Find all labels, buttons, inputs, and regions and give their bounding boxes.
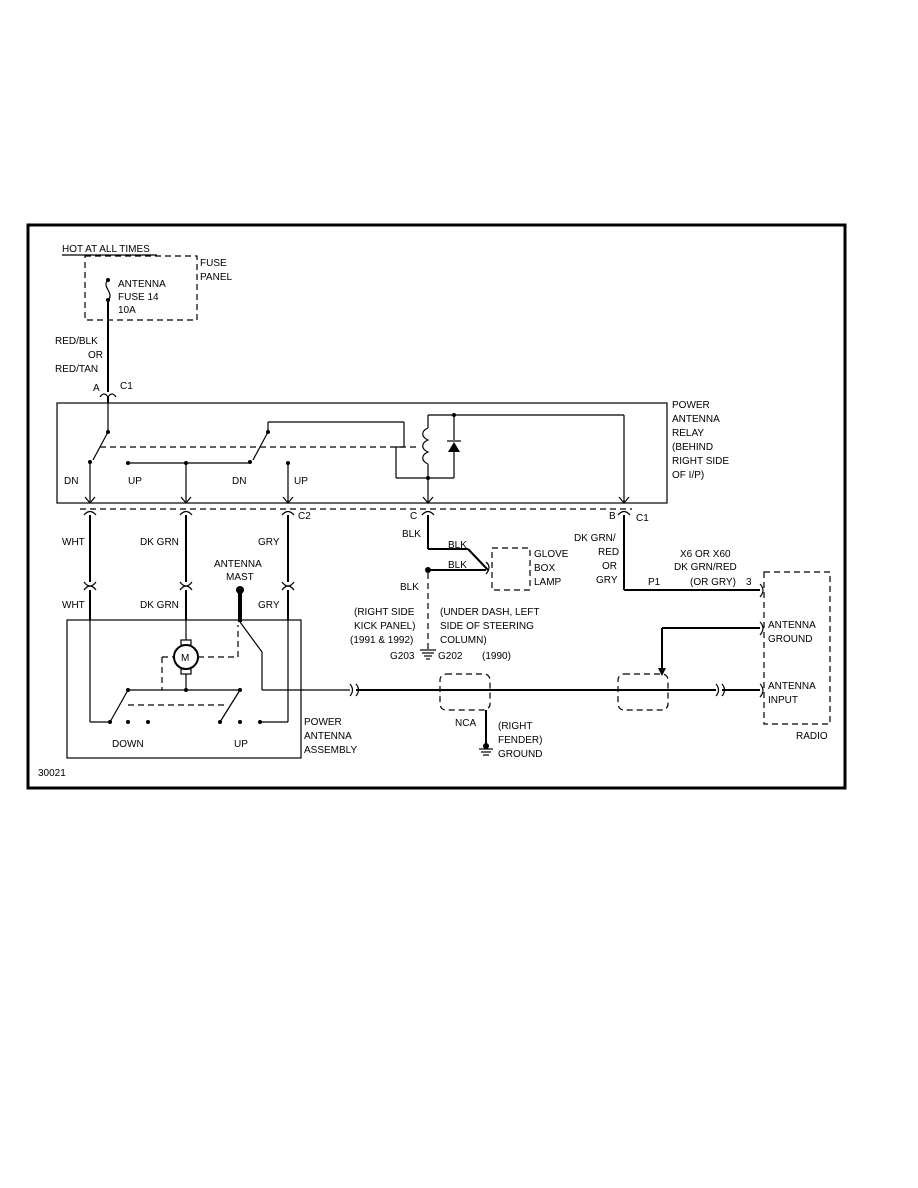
x6-connector-label-2: DK GRN/RED: [674, 562, 737, 573]
relay-label-6: OF I/P): [672, 470, 704, 481]
motor-label: M: [181, 653, 189, 664]
assembly-label-2: ANTENNA: [304, 731, 352, 742]
fender-ground-label-2: FENDER): [498, 735, 542, 746]
wire-label-red-tan: RED/TAN: [55, 364, 98, 375]
wire-gry-label-2: GRY: [258, 600, 280, 611]
glove-box-lamp: [491, 547, 531, 591]
switch-up-2: UP: [294, 476, 308, 487]
pin-3-label: 3: [746, 577, 752, 588]
under-dash-note-3: COLUMN): [440, 635, 487, 646]
power-antenna-relay: POWER ANTENNA RELAY (BEHIND RIGHT SIDE O…: [56, 400, 729, 504]
year-1990-label: (1990): [482, 651, 511, 662]
x6-connector-label-3: (OR GRY): [690, 577, 736, 588]
wire-dk-grn-red-label-2: RED: [598, 547, 619, 558]
p1-label: P1: [648, 577, 661, 588]
connector-c2: C2: [80, 508, 311, 522]
figure-id: 30021: [38, 768, 66, 779]
g202-label: G202: [438, 651, 463, 662]
relay-label-3: RELAY: [672, 428, 704, 439]
x6-connector-label: X6 OR X60: [680, 549, 731, 560]
radio-label: RADIO: [796, 731, 828, 742]
fender-ground: NCA (RIGHT FENDER) GROUND: [455, 710, 542, 760]
wire-gry-label: GRY: [258, 537, 280, 548]
kick-panel-note-2: KICK PANEL): [354, 621, 416, 632]
antenna-mast-label: ANTENNA: [214, 559, 262, 570]
wire-blk-ground-label: BLK: [400, 582, 419, 593]
fuse-number-label: FUSE 14: [118, 292, 159, 303]
radio-antenna-input-label-2: INPUT: [768, 695, 798, 706]
connector-c1-bottom: C B C1: [300, 508, 649, 524]
connector-c1-top-label: C1: [120, 381, 133, 392]
wire-dk-grn-red-label-3: OR: [602, 561, 617, 572]
wire-dk-grn-red-label-4: GRY: [596, 575, 618, 586]
relay-diode: [448, 442, 460, 452]
connector-c2-label: C2: [298, 511, 311, 522]
relay-coil: [422, 427, 430, 465]
relay-label-2: ANTENNA: [672, 414, 720, 425]
antenna-mast-label-2: MAST: [226, 572, 254, 583]
glove-box-lamp-label: GLOVE: [534, 549, 569, 560]
g203-label: G203: [390, 651, 415, 662]
wire-wht-label-2: WHT: [62, 600, 85, 611]
fuse-rating-label: 10A: [118, 305, 136, 316]
relay-label: POWER: [672, 400, 710, 411]
pin-b-label: B: [609, 511, 616, 522]
connector-c1-bottom-label: C1: [636, 513, 649, 524]
fuse-panel: HOT AT ALL TIMES FUSE PANEL ANTENNA FUSE…: [62, 244, 232, 392]
relay-label-4: (BEHIND: [672, 442, 713, 453]
wire-blk-lamp-label-1: BLK: [448, 540, 467, 551]
wire-label-red-blk: RED/BLK: [55, 336, 98, 347]
radio-antenna-ground-label-2: GROUND: [768, 634, 812, 645]
up-switch-label: UP: [234, 739, 248, 750]
switch-dn-1: DN: [64, 476, 78, 487]
wire-label-or: OR: [88, 350, 103, 361]
switch-up-1: UP: [128, 476, 142, 487]
fuse-panel-label-2: PANEL: [200, 272, 232, 283]
nca-label: NCA: [455, 718, 476, 729]
wire-dk-grn-label: DK GRN: [140, 537, 179, 548]
relay-label-5: RIGHT SIDE: [672, 456, 729, 467]
kick-panel-note: (RIGHT SIDE: [354, 607, 415, 618]
pin-c-label: C: [410, 511, 417, 522]
fuse-name-label: ANTENNA: [118, 279, 166, 290]
fuse-symbol: [105, 279, 111, 301]
antenna-ground-circuit: [658, 627, 760, 676]
power-antenna-assembly: POWER ANTENNA ASSEMBLY M DOWN: [66, 619, 357, 759]
pin-a-label: A: [93, 383, 100, 394]
hot-at-all-times-label: HOT AT ALL TIMES: [62, 244, 150, 255]
down-switch-label: DOWN: [112, 739, 144, 750]
fender-ground-label: (RIGHT: [498, 721, 532, 732]
wire-wht-label: WHT: [62, 537, 85, 548]
radio-antenna-input-label: ANTENNA: [768, 681, 816, 692]
antenna-coax-cable: [349, 673, 760, 711]
switch-dn-2: DN: [232, 476, 246, 487]
assembly-label-3: ASSEMBLY: [304, 745, 357, 756]
wire-dk-grn-red-label: DK GRN/: [574, 533, 616, 544]
wire-blk-lamp-label-2: BLK: [448, 560, 467, 571]
motor-feed-wires: WHT DK GRN GRY WHT DK GRN GRY: [62, 515, 295, 620]
under-dash-note-2: SIDE OF STEERING: [440, 621, 534, 632]
relay-ground-circuit: BLK BLK BLK BLK GLOVE BOX LAMP (RIGHT SI…: [350, 515, 569, 662]
radio: ANTENNA GROUND ANTENNA INPUT RADIO: [759, 571, 831, 742]
under-dash-note: (UNDER DASH, LEFT: [440, 607, 539, 618]
assembly-label: POWER: [304, 717, 342, 728]
radio-antenna-ground-label: ANTENNA: [768, 620, 816, 631]
diagram-frame: [26, 223, 847, 790]
glove-box-lamp-label-2: BOX: [534, 563, 555, 574]
connector-c1-top: [99, 393, 117, 399]
glove-box-lamp-label-3: LAMP: [534, 577, 562, 588]
wire-dk-grn-label-2: DK GRN: [140, 600, 179, 611]
relay-output-terminals: [84, 496, 630, 504]
fender-ground-label-3: GROUND: [498, 749, 542, 760]
kick-panel-note-3: (1991 & 1992): [350, 635, 413, 646]
wire-blk-label: BLK: [402, 529, 421, 540]
fuse-panel-label: FUSE: [200, 258, 227, 269]
relay-trigger-circuit: DK GRN/ RED OR GRY X6 OR X60 DK GRN/RED …: [574, 515, 760, 591]
